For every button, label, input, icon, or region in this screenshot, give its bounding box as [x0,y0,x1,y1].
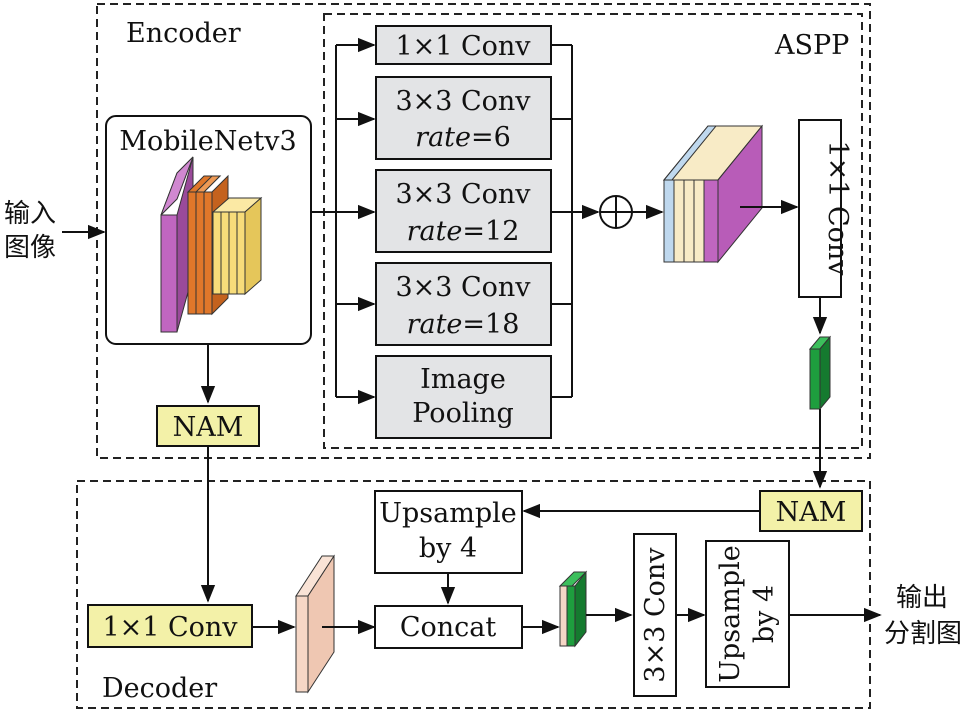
aspp-conv3x3-rate18-box [375,262,552,346]
concat-box [374,605,523,649]
aspp-conv1x1-box [375,25,552,65]
aspp-feature-stack [662,124,764,264]
aspp-conv3x3-rate6-box [375,76,552,160]
rate6-value: =6 [471,122,511,153]
aspp-conv3x3-rate12-box [375,169,552,253]
concat-plus-icon [599,195,633,229]
aspp-rate6-line: rate=6 [415,122,511,153]
nam-right-label: NAM [776,497,847,528]
encoder-title: Encoder [126,18,241,49]
nam-right-box [759,490,863,532]
nam-left-label: NAM [173,412,244,443]
upsample-a-line1: Upsample [379,498,517,529]
decoder-concat-feature [558,570,588,648]
nam-left-box [156,405,260,447]
decoder-peach-feature [295,554,335,694]
aspp-image-pooling-line1: Image [420,364,506,395]
decoder-region [76,480,871,709]
decoder-conv1x1-label: 1×1 Conv [102,612,238,643]
aspp-conv3x3-rate12-label: 3×3 Conv [395,179,531,210]
aspp-conv1x1-label: 1×1 Conv [395,31,531,62]
output-label-line2: 分割图 [884,619,962,649]
output-label-line1: 输出 [896,583,948,613]
aspp-rate12-line: rate=12 [407,216,520,247]
mobilenet-title: MobileNetv3 [119,126,296,157]
decoder-title: Decoder [102,673,217,704]
input-label-line2: 图像 [4,233,56,263]
decoder-conv3x3-box [633,533,677,697]
upsample-b-line1: Upsample [715,545,746,683]
rate12-value: =12 [462,216,519,247]
rate-word: rate [407,216,463,247]
aspp-image-pooling-box [375,355,552,439]
aspp-title: ASPP [774,30,849,61]
concat-label: Concat [400,612,497,643]
mobilenet-feature-stack [160,156,263,333]
aspp-region [323,13,863,449]
aspp-image-pooling-line2: Pooling [412,398,514,429]
decoder-conv3x3-label: 3×3 Conv [640,547,671,683]
upsample-b-line2: by 4 [749,585,780,643]
rate-word: rate [415,122,471,153]
aspp-out-conv-label: 1×1 Conv [822,140,853,276]
aspp-conv3x3-rate18-label: 3×3 Conv [395,272,531,303]
upsample-b-box [705,540,790,688]
decoder-conv1x1-box [87,604,253,648]
aspp-conv3x3-rate6-label: 3×3 Conv [395,86,531,117]
input-label-line1: 输入 [4,199,56,229]
upsample-a-line2: by 4 [419,533,477,564]
rate18-value: =18 [462,309,519,340]
aspp-rate18-line: rate=18 [407,309,520,340]
aspp-green-feature [808,335,832,411]
rate-word: rate [407,309,463,340]
